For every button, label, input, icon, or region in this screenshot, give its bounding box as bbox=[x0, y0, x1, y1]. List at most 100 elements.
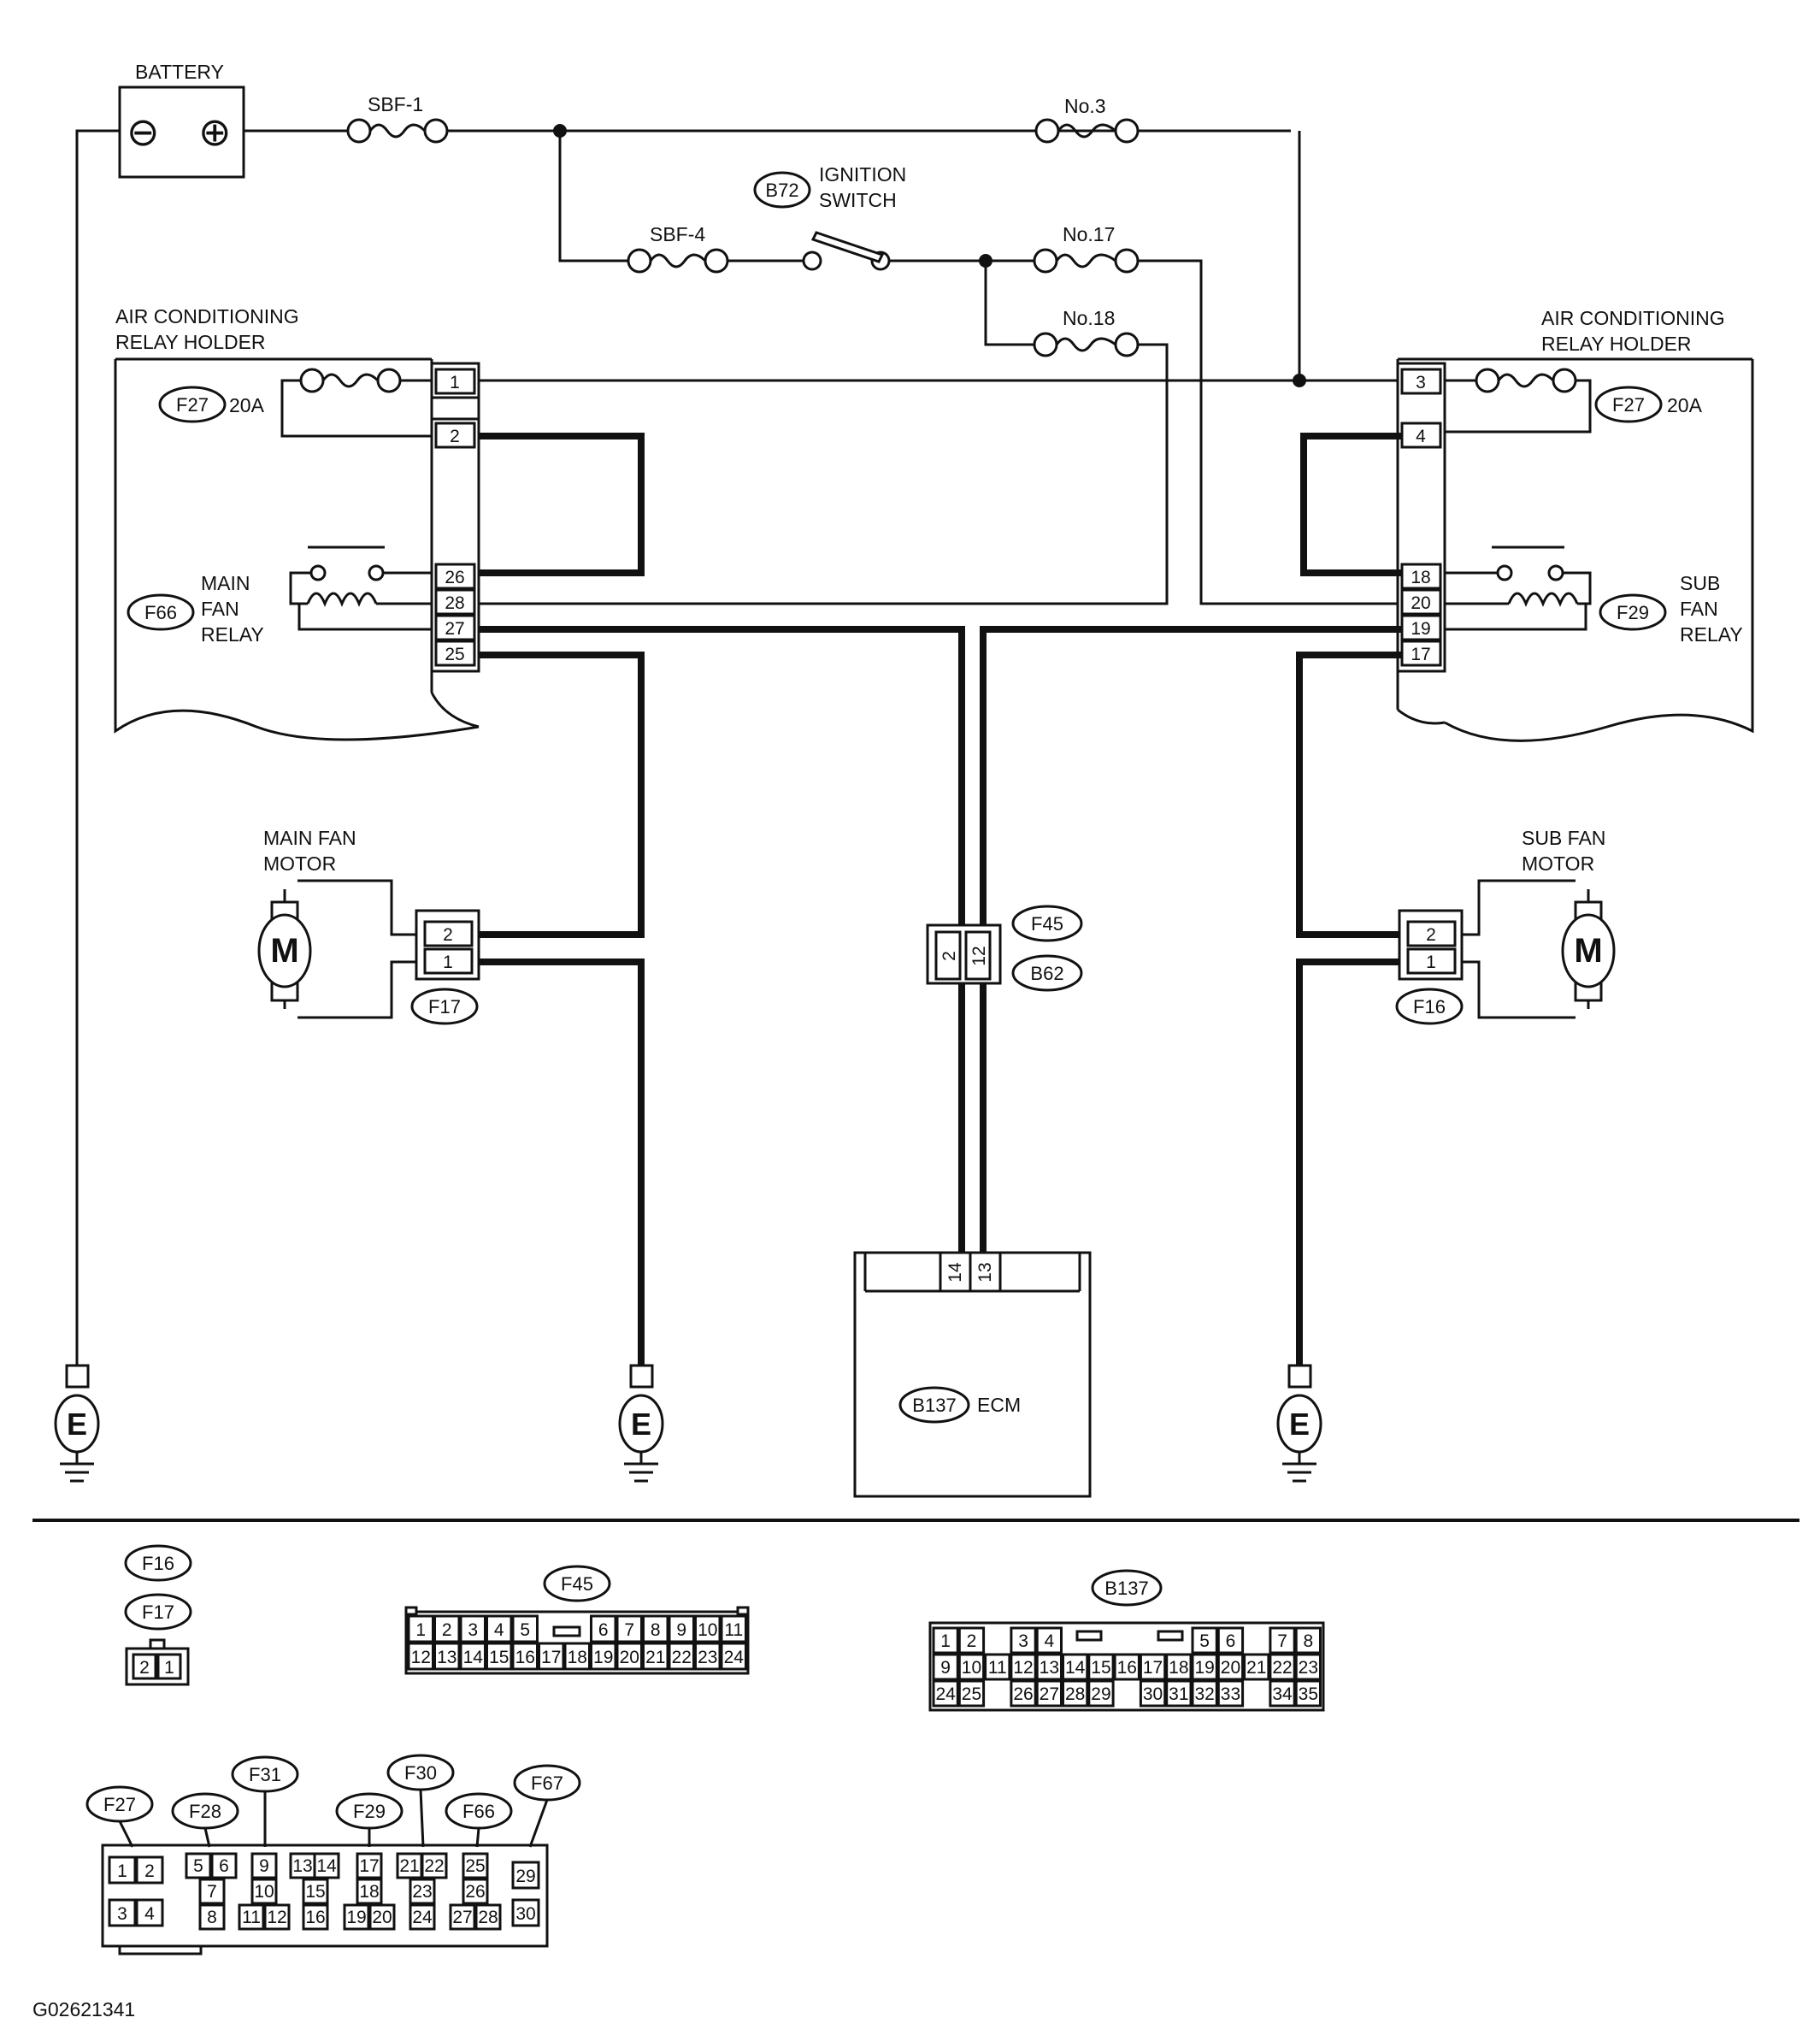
legend-f45-pin: 11 bbox=[724, 1620, 743, 1640]
left-relay-label-1: MAIN bbox=[201, 572, 250, 594]
ignition-switch: B72 IGNITION SWITCH bbox=[753, 163, 906, 271]
legend-relay-pin: 24 bbox=[412, 1908, 433, 1927]
legend-b137-pin: 9 bbox=[940, 1658, 951, 1678]
legend-b137-pin: 18 bbox=[1169, 1658, 1188, 1678]
legend-leader-line bbox=[419, 1789, 425, 1848]
pin-cell bbox=[1010, 1679, 1037, 1708]
legend-f45-pin: 12 bbox=[411, 1648, 431, 1667]
pin-cell bbox=[957, 1626, 986, 1655]
main-motor-pin-1: 1 bbox=[443, 953, 453, 972]
pin-cell bbox=[511, 1861, 540, 1890]
legend-f45-tag: F45 bbox=[561, 1573, 593, 1595]
joint-connector-f45: F45 bbox=[1031, 913, 1063, 935]
legend-relay-tag-f30: F30 bbox=[404, 1762, 437, 1784]
pin-cell bbox=[1035, 1679, 1063, 1708]
pin-cell bbox=[185, 1852, 212, 1879]
main-motor-label-1: MAIN FAN bbox=[263, 827, 356, 849]
legend-b137-pin: 8 bbox=[1304, 1631, 1314, 1651]
fuse-sbf1-label: SBF-1 bbox=[368, 93, 423, 115]
pin-cell bbox=[668, 1642, 695, 1671]
pin-cell bbox=[135, 1855, 164, 1885]
legend-b137-pin: 11 bbox=[988, 1658, 1007, 1678]
legend-b137-pin: 14 bbox=[1065, 1658, 1086, 1678]
pin-cell bbox=[720, 1642, 747, 1671]
pin-cell bbox=[198, 1878, 226, 1905]
pin-cell bbox=[343, 1903, 370, 1931]
legend-b137-pin: 26 bbox=[1013, 1684, 1033, 1704]
pin-cell bbox=[932, 1626, 959, 1655]
pin-cell bbox=[563, 1642, 591, 1671]
legend-b137-pin: 19 bbox=[1194, 1658, 1214, 1678]
left-pin-26: 26 bbox=[445, 568, 464, 587]
legend-relay-pin: 12 bbox=[267, 1908, 286, 1927]
ground-main-symbol: E bbox=[631, 1407, 651, 1442]
pin-cell bbox=[486, 1614, 513, 1643]
right-holder-title-1: AIR CONDITIONING bbox=[1541, 307, 1725, 329]
pin-cell bbox=[1087, 1679, 1115, 1708]
legend-relay-pin: 29 bbox=[515, 1867, 535, 1886]
main-fan-motor: MAIN FAN MOTOR M 2 1 F17 bbox=[257, 827, 480, 1025]
legend-b137-pin: 13 bbox=[1040, 1658, 1059, 1678]
legend-relay-pin: 5 bbox=[193, 1856, 203, 1876]
legend-f45-pin: 7 bbox=[624, 1620, 634, 1640]
legend-small-pin-1: 1 bbox=[164, 1658, 174, 1678]
pin-cell bbox=[421, 1852, 448, 1879]
ground-left: E bbox=[54, 1364, 100, 1483]
legend-relay-pin: 15 bbox=[305, 1882, 325, 1902]
pin-cell bbox=[590, 1614, 617, 1643]
right-relay-label-1: SUB bbox=[1680, 572, 1720, 594]
legend-b137-pin: 4 bbox=[1045, 1631, 1055, 1651]
legend-f45-pin: 6 bbox=[598, 1620, 609, 1640]
pin-cell bbox=[250, 1852, 278, 1879]
legend-f45-pin: 3 bbox=[468, 1620, 478, 1640]
sub-motor-label-1: SUB FAN bbox=[1522, 827, 1605, 849]
legend-relay-pin: 2 bbox=[144, 1861, 155, 1881]
right-relay-label-3: RELAY bbox=[1680, 623, 1743, 646]
legend-relay-pin: 19 bbox=[346, 1908, 366, 1927]
pin-cell bbox=[210, 1852, 238, 1879]
legend-f17-tag: F17 bbox=[142, 1602, 174, 1623]
pin-cell bbox=[238, 1903, 265, 1931]
left-fuse-connector-tag: F27 bbox=[176, 394, 209, 416]
pin-cell bbox=[694, 1614, 722, 1643]
ground-left-symbol: E bbox=[67, 1407, 87, 1442]
legend-b137-pin: 35 bbox=[1299, 1684, 1318, 1704]
battery-plus-terminal: ⊕ bbox=[198, 109, 232, 154]
joint-connector: 2 12 F45 B62 bbox=[926, 905, 1083, 992]
legend-b137-pin: 25 bbox=[962, 1684, 981, 1704]
legend-b137-pin: 28 bbox=[1065, 1684, 1085, 1704]
legend-relay-tag-f29: F29 bbox=[353, 1801, 386, 1822]
legend-connector-ellipse bbox=[445, 1792, 513, 1830]
pin-cell bbox=[459, 1642, 486, 1671]
legend-connector-ellipse bbox=[231, 1755, 299, 1793]
legend-relay-pin: 9 bbox=[259, 1856, 269, 1876]
pin-cell bbox=[957, 1653, 986, 1681]
fuse-sbf4-label: SBF-4 bbox=[650, 223, 705, 245]
legend-b137-pin: 12 bbox=[1013, 1658, 1033, 1678]
pin-cell bbox=[1216, 1626, 1245, 1655]
sub-motor-pin-2: 2 bbox=[1426, 925, 1436, 945]
legend-b137-pin: 16 bbox=[1117, 1658, 1137, 1678]
legend-f45-pin: 23 bbox=[698, 1648, 717, 1667]
pin-cell bbox=[1191, 1626, 1218, 1655]
left-relay-holder: AIR CONDITIONING RELAY HOLDER 1 2 26 28 … bbox=[114, 305, 480, 741]
pin-cell bbox=[1216, 1679, 1245, 1708]
right-relay-label-2: FAN bbox=[1680, 598, 1718, 620]
legend-relay-pin: 16 bbox=[305, 1908, 325, 1927]
legend-connector-ellipse bbox=[85, 1785, 154, 1823]
legend-leader-line bbox=[475, 1827, 480, 1848]
pin-cell bbox=[590, 1642, 617, 1671]
pin-cell bbox=[511, 1898, 540, 1927]
pin-cell bbox=[1294, 1626, 1322, 1655]
legend-relay-pin: 3 bbox=[117, 1904, 127, 1924]
pin-cell bbox=[302, 1878, 329, 1905]
pin-cell bbox=[486, 1642, 513, 1671]
legend-connector-ellipse bbox=[386, 1754, 455, 1791]
legend-relay-pin: 21 bbox=[399, 1856, 419, 1876]
legend-relay-tag-f66: F66 bbox=[462, 1801, 495, 1822]
thick-wires bbox=[479, 433, 1402, 1368]
right-pin-18: 18 bbox=[1411, 568, 1430, 587]
pin-cell bbox=[1087, 1653, 1115, 1681]
legend-b137-pin: 15 bbox=[1091, 1658, 1110, 1678]
